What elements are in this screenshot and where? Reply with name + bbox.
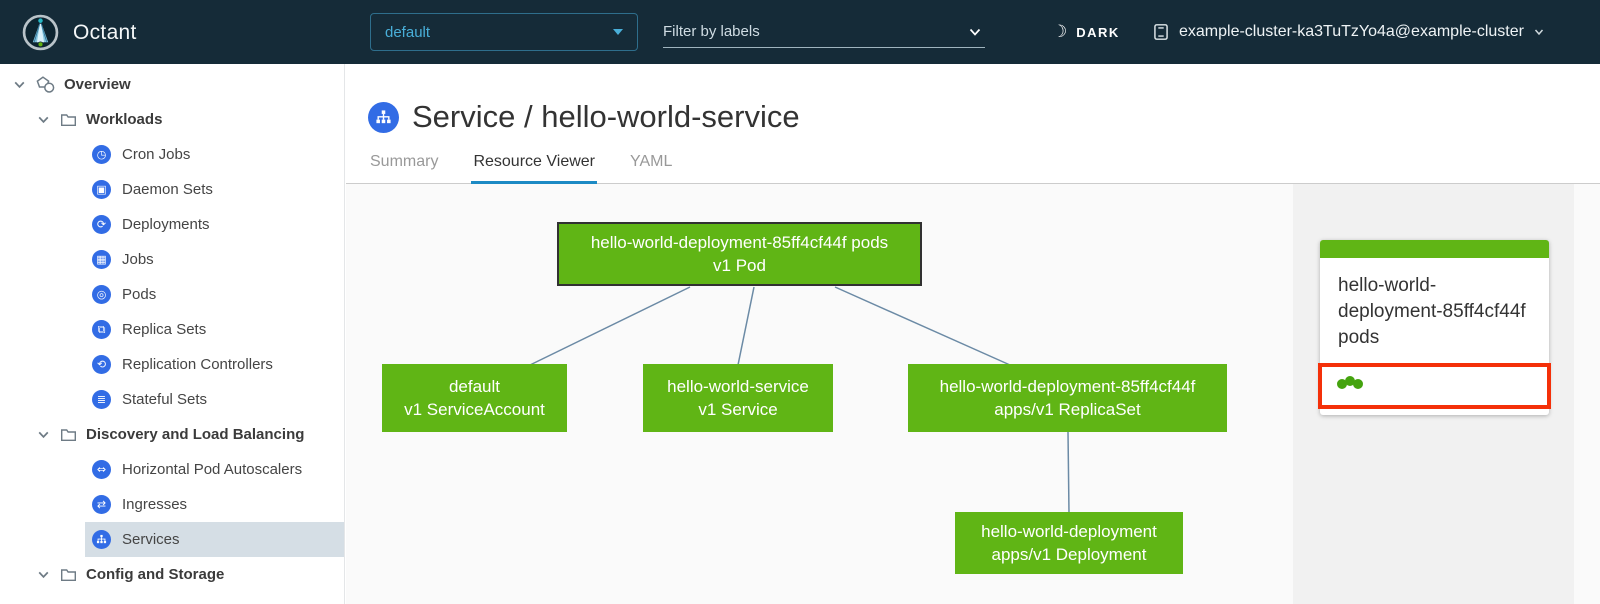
pod-status-dot	[1353, 379, 1363, 389]
page-header: Service / hello-world-service	[368, 99, 800, 135]
cluster-context-selector[interactable]: example-cluster-ka3TuTzYo4a@example-clus…	[1152, 0, 1545, 64]
label-filter	[663, 16, 985, 48]
sidebar-item-label: Workloads	[86, 111, 163, 128]
sidebar-item-discovery-and-load-balancing[interactable]: Discovery and Load Balancing	[0, 417, 344, 452]
sidebar-item-label: Deployments	[122, 216, 210, 233]
pod-status-dot	[1345, 376, 1355, 386]
sidebar-item-daemon-sets[interactable]: ▣ Daemon Sets	[85, 172, 344, 207]
node-kind: v1 Service	[698, 400, 778, 419]
sidebar-item-label: Horizontal Pod Autoscalers	[122, 461, 303, 478]
node-name: hello-world-deployment-85ff4cf44f	[939, 376, 1196, 396]
dropdown-caret-icon	[613, 29, 623, 35]
sidebar-item-ingresses[interactable]: ⇄ Ingresses	[85, 487, 344, 522]
detail-panel: hello-world-deployment-85ff4cf44f pods	[1293, 184, 1574, 604]
sidebar-item-label: Daemon Sets	[122, 181, 213, 198]
chevron-down-icon[interactable]	[12, 77, 34, 92]
namespace-value: default	[385, 23, 431, 41]
octant-logo-icon	[22, 14, 59, 51]
selected-resource-card[interactable]: hello-world-deployment-85ff4cf44f pods	[1318, 240, 1551, 415]
replica-sets-icon: ⧉	[92, 320, 111, 339]
sidebar-item-deployments[interactable]: ⟳ Deployments	[85, 207, 344, 242]
sidebar-item-label: Services	[122, 531, 180, 548]
node-name: hello-world-service	[667, 376, 809, 396]
jobs-icon: ▦	[92, 250, 111, 269]
chevron-down-icon[interactable]	[36, 112, 58, 127]
sidebar-item-label: Overview	[64, 76, 131, 93]
cluster-icon	[1154, 24, 1168, 40]
node-kind: v1 Pod	[713, 256, 766, 275]
folder-icon	[60, 568, 77, 582]
sidebar-item-pods[interactable]: ◎ Pods	[85, 277, 344, 312]
namespace-dropdown[interactable]: default	[370, 13, 638, 51]
sidebar-item-stateful-sets[interactable]: ≣ Stateful Sets	[85, 382, 344, 417]
service-icon	[368, 101, 399, 133]
card-status-bar	[1320, 240, 1549, 258]
theme-toggle-button[interactable]: ☾ DARK	[1052, 0, 1120, 64]
cluster-context-value: example-cluster-ka3TuTzYo4a@example-clus…	[1179, 23, 1524, 40]
replication-controllers-icon: ⟲	[92, 355, 111, 374]
pod-status-highlight	[1318, 363, 1551, 409]
sidebar-item-label: Cron Jobs	[122, 146, 191, 163]
sidebar-item-config-and-storage[interactable]: Config and Storage	[0, 557, 344, 592]
graph-node-service[interactable]: hello-world-service v1 Service	[643, 364, 833, 432]
chevron-down-icon[interactable]	[36, 427, 58, 442]
sidebar-navigation: Overview Workloads ◷ Cron Jobs ▣ Daemon …	[0, 64, 345, 604]
tab-bar: Summary Resource Viewer YAML	[368, 153, 674, 184]
sidebar-item-overview[interactable]: Overview	[0, 67, 344, 102]
app-title: Octant	[73, 20, 137, 44]
sidebar-item-label: Jobs	[122, 251, 154, 268]
sidebar-item-label: Stateful Sets	[122, 391, 208, 408]
graph-node-pod[interactable]: hello-world-deployment-85ff4cf44f pods v…	[557, 222, 922, 286]
folder-icon	[60, 428, 77, 442]
graph-edges	[529, 286, 1070, 514]
sidebar-item-services[interactable]: Services	[85, 522, 344, 557]
theme-toggle-label: DARK	[1076, 24, 1120, 40]
node-kind: apps/v1 Deployment	[991, 545, 1147, 564]
cron-jobs-icon: ◷	[92, 145, 111, 164]
sidebar-item-horizontal-pod-autoscalers[interactable]: ⇔ Horizontal Pod Autoscalers	[85, 452, 344, 487]
pods-icon: ◎	[92, 285, 111, 304]
tab-divider	[346, 183, 1600, 184]
node-name: hello-world-deployment-85ff4cf44f pods	[590, 232, 889, 252]
page-title: Service / hello-world-service	[412, 99, 800, 134]
tab-yaml[interactable]: YAML	[630, 153, 673, 170]
services-icon	[92, 530, 111, 549]
tab-resource-viewer[interactable]: Resource Viewer	[471, 153, 597, 184]
card-title: hello-world-deployment-85ff4cf44f pods	[1338, 275, 1526, 348]
sidebar-item-cron-jobs[interactable]: ◷ Cron Jobs	[85, 137, 344, 172]
sidebar-item-replica-sets[interactable]: ⧉ Replica Sets	[85, 312, 344, 347]
context-chevron-down-icon	[1534, 29, 1544, 36]
label-filter-input[interactable]	[663, 23, 965, 40]
deployments-icon: ⟳	[92, 215, 111, 234]
node-name: hello-world-deployment	[981, 521, 1157, 541]
sidebar-item-label: Replica Sets	[122, 321, 207, 338]
sidebar-item-workloads[interactable]: Workloads	[0, 102, 344, 137]
sidebar-item-label: Ingresses	[122, 496, 188, 513]
tab-summary[interactable]: Summary	[370, 153, 439, 170]
graph-node-deployment[interactable]: hello-world-deployment apps/v1 Deploymen…	[955, 512, 1183, 574]
sidebar-item-replication-controllers[interactable]: ⟲ Replication Controllers	[85, 347, 344, 382]
node-kind: apps/v1 ReplicaSet	[994, 400, 1141, 419]
graph-node-serviceaccount[interactable]: default v1 ServiceAccount	[382, 364, 567, 432]
node-name: default	[448, 376, 501, 396]
folder-icon	[60, 113, 77, 127]
daemon-sets-icon: ▣	[92, 180, 111, 199]
stateful-sets-icon: ≣	[92, 390, 111, 409]
app-header: Octant default ☾ DARK example-cluster-ka…	[0, 0, 1600, 64]
pod-status-dot	[1337, 379, 1347, 389]
hpa-icon: ⇔	[92, 460, 111, 479]
app-logo: Octant	[22, 14, 137, 51]
chevron-down-icon[interactable]	[36, 567, 58, 582]
sidebar-item-label: Discovery and Load Balancing	[86, 426, 305, 443]
ingresses-icon: ⇄	[92, 495, 111, 514]
node-kind: v1 ServiceAccount	[404, 400, 545, 419]
sidebar-item-label: Replication Controllers	[122, 356, 273, 373]
applications-icon	[36, 76, 55, 93]
graph-node-replicaset[interactable]: hello-world-deployment-85ff4cf44f apps/v…	[908, 364, 1227, 432]
filter-chevron-down-icon[interactable]	[965, 22, 985, 42]
sidebar-item-label: Pods	[122, 286, 157, 303]
sidebar-item-label: Config and Storage	[86, 566, 225, 583]
moon-icon: ☾	[1052, 21, 1068, 42]
sidebar-item-jobs[interactable]: ▦ Jobs	[85, 242, 344, 277]
